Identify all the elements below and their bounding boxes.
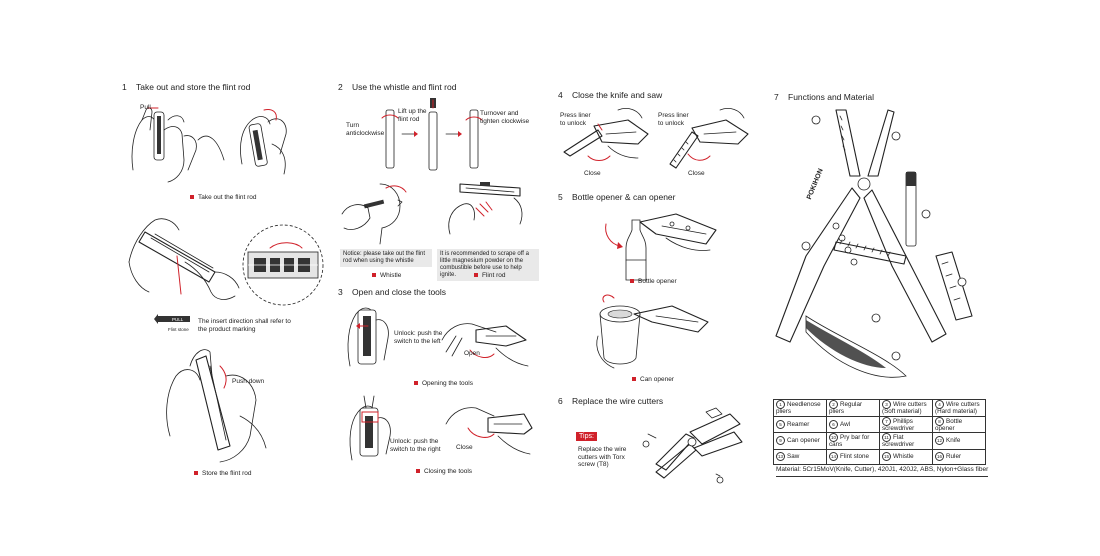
open-label: Open [464,350,480,357]
replace-cutters-text: Replace the wire cutters with Torx screw… [578,446,627,468]
close-saw-illustration [669,108,749,169]
push-down-label: Push down [232,378,265,385]
close-label-s4-1: Close [584,170,601,177]
hands-pull-flint-illustration [131,107,225,183]
caption-take-out-flint: Take out the flint rod [190,194,257,201]
marking-magnifier-illustration [242,224,324,306]
magnesium-recommendation: It is recommended to scrape off a little… [437,249,539,281]
whistle-notice: Notice: please take out the flint rod wh… [340,249,432,267]
closing-unlock-illustration [349,395,391,461]
turn-anticlockwise-label: Turn anticlockwise [346,122,385,137]
unlock-right-label: Unlock: push the switch to the right [390,438,441,453]
press-liner-label-1: Press liner to unlock [560,112,591,127]
caption-opening-tools: Opening the tools [414,380,473,387]
pull-tag-arrow [154,314,190,324]
opening-unlock-illustration [347,307,389,367]
turnover-tighten-label: Turnover and tighten clockwise [480,110,530,125]
flint-strike-illustration [448,182,523,235]
material-spec: Material: 5Cr15MoV(Knife, Cutter), 420J1… [776,466,989,477]
unlock-left-label: Unlock: push the switch to the left [394,330,443,345]
hands-insert-flint-illustration [128,218,240,300]
close-knife-illustration [563,108,649,161]
caption-can-opener: Can opener [632,376,674,383]
insert-direction-note: The insert direction shall refer to the … [198,318,291,333]
flint-rod-steps-illustration [381,98,483,171]
close-label-s4-2: Close [688,170,705,177]
pull-label: Pull [140,104,151,111]
caption-store-flint: Store the flint rod [194,470,252,477]
close-label-s3: Close [456,444,473,451]
opening-tool-illustration [441,323,529,367]
wire-cutter-replacement-illustration [642,407,743,484]
closing-tool-illustration [445,407,533,455]
lift-up-flint-label: Lift up the flint rod [398,108,427,123]
can-opener-illustration [596,294,709,369]
whistle-use-illustration [341,183,407,245]
multitool-exploded-illustration [775,109,973,378]
caption-closing-tools: Closing the tools [416,468,472,475]
multitool-flint-closeup-illustration [240,109,287,175]
hands-store-flint-illustration [166,349,267,463]
caption-bottle-opener: Bottle opener [630,278,677,285]
tips-badge: Tips: [576,432,597,441]
caption-whistle: Whistle [372,272,401,279]
caption-flint-rod: Flint rod [474,272,505,279]
pull-tag-label: PULL [172,317,184,322]
flint-tag-label: Flint stone [168,327,189,332]
bottle-opener-illustration [605,213,717,281]
press-liner-label-2: Press liner to unlock [658,112,689,127]
